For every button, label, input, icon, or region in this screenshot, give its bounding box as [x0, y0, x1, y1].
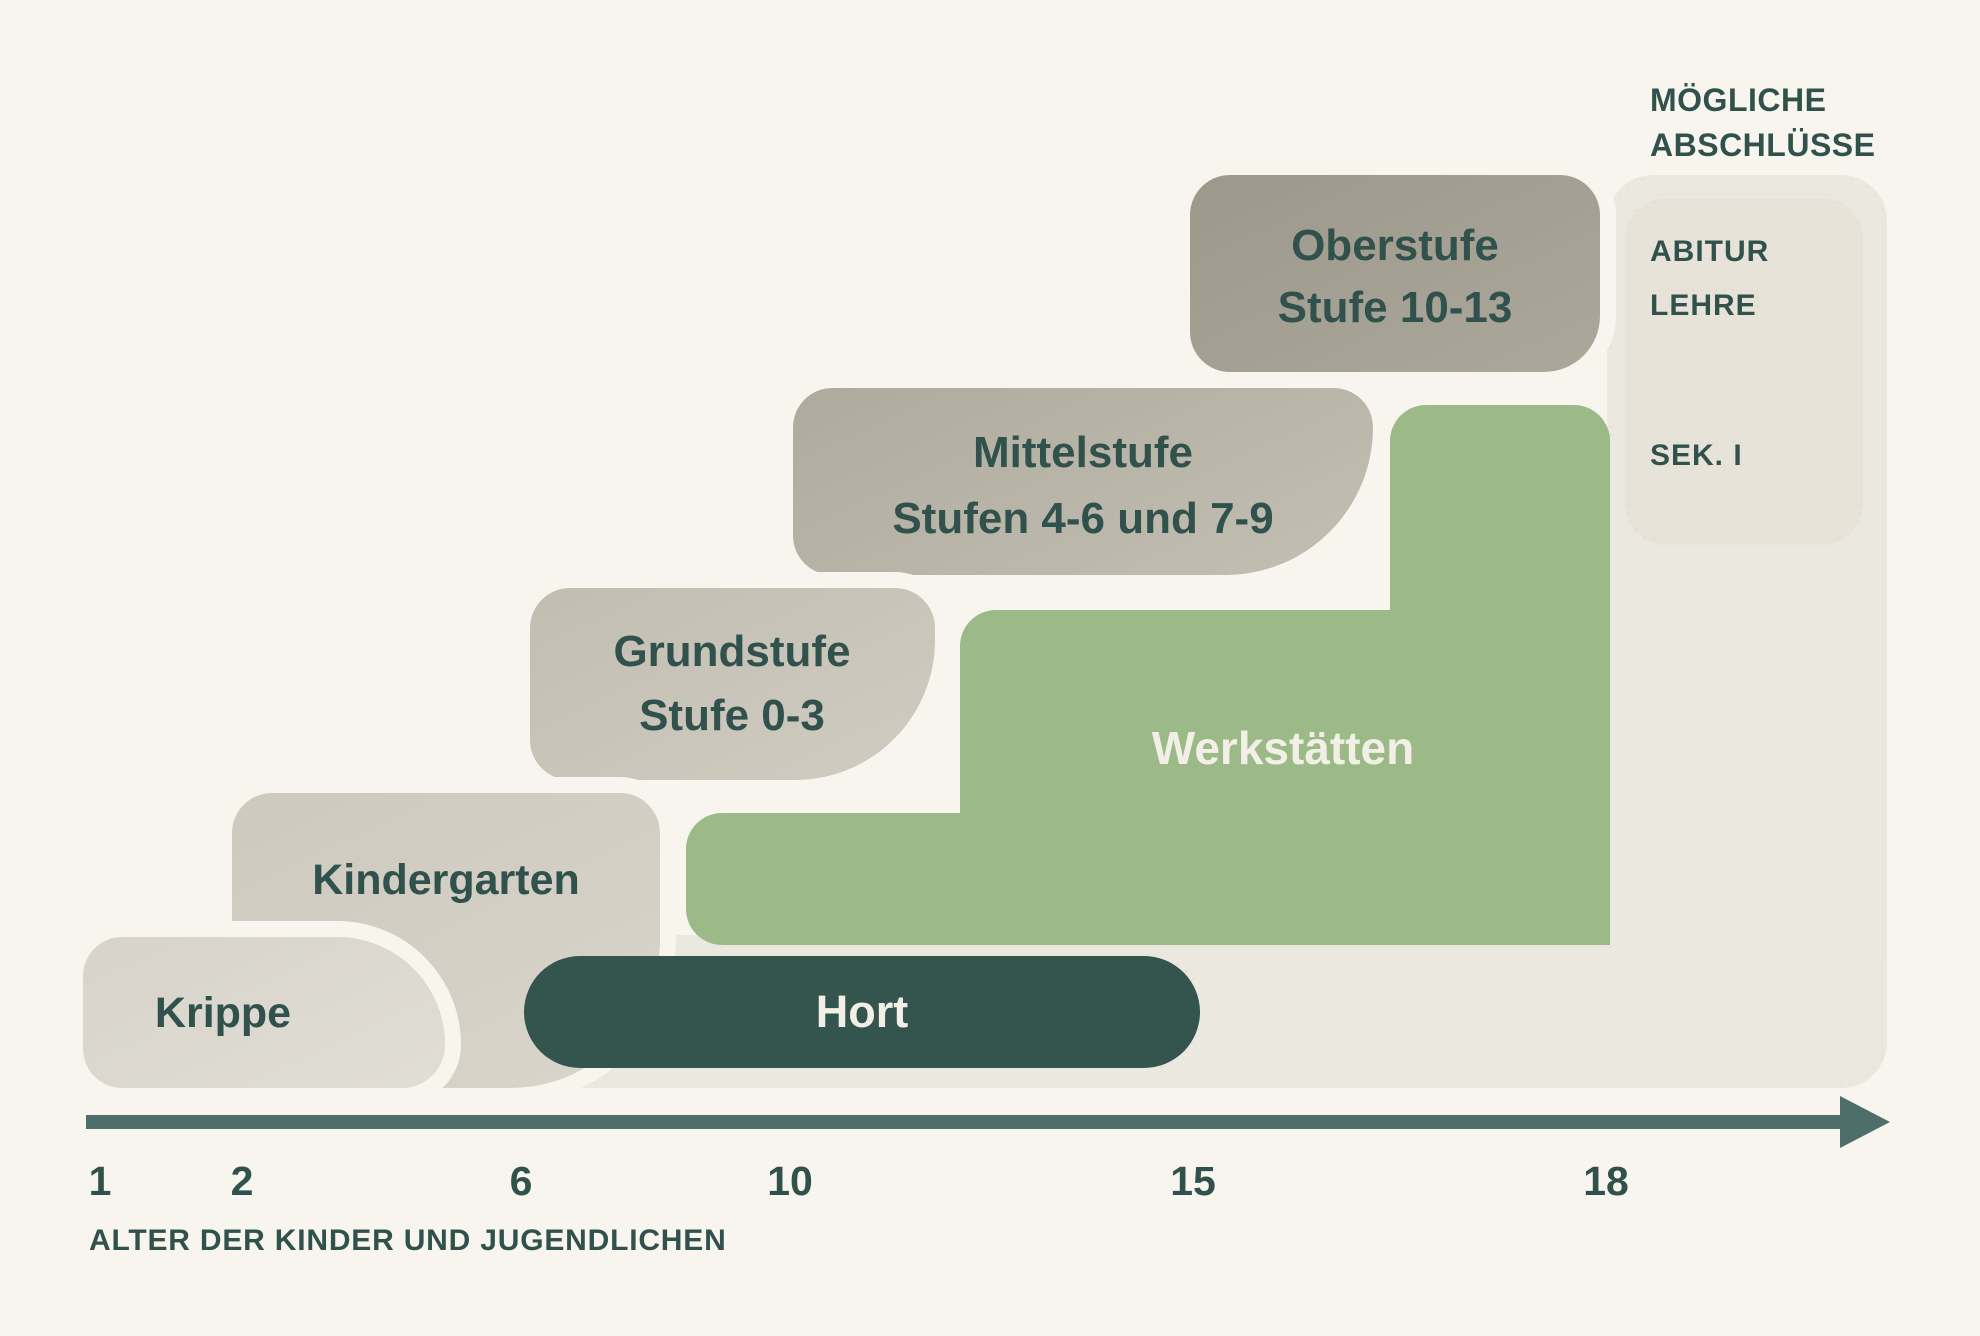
age-axis-line	[86, 1115, 1848, 1129]
step-block-grundstufe	[530, 588, 935, 780]
werkstaetten-shape-step-upper	[1390, 405, 1610, 945]
label-werkstaetten: Werkstätten	[1151, 722, 1415, 774]
label-oberstufe: Oberstufe Stufe 10-13	[1278, 215, 1513, 339]
step-block-mittelstufe	[793, 388, 1373, 575]
qualification-abitur: ABITUR	[1650, 235, 1770, 268]
label-mittelstufe-subtitle: Stufen 4-6 und 7-9	[892, 494, 1274, 543]
qualification-lehre: LEHRE	[1650, 289, 1757, 322]
label-mittelstufe: Mittelstufe Stufen 4-6 und 7-9	[892, 420, 1273, 552]
hort-pill	[524, 956, 1200, 1068]
label-hort: Hort	[815, 986, 909, 1037]
age-tick-10: 10	[767, 1158, 813, 1204]
label-grundstufe-title: Grundstufe	[613, 627, 851, 676]
heading-line1: MÖGLICHE	[1650, 82, 1827, 118]
qualification-sek1: SEK. I	[1650, 439, 1743, 472]
age-tick-6: 6	[509, 1158, 533, 1204]
label-kindergarten: Kindergarten	[312, 856, 580, 904]
age-axis-caption: ALTER DER KINDER UND JUGENDLICHEN	[89, 1224, 727, 1257]
label-krippe: Krippe	[154, 989, 292, 1037]
step-block-krippe	[83, 937, 445, 1088]
step-block-oberstufe	[1190, 175, 1600, 372]
label-mittelstufe-title: Mittelstufe	[973, 428, 1193, 477]
label-grundstufe: Grundstufe Stufe 0-3	[613, 620, 850, 748]
heading-line2: ABSCHLÜSSE	[1650, 127, 1876, 163]
label-oberstufe-subtitle: Stufe 10-13	[1277, 283, 1513, 332]
age-tick-2: 2	[230, 1158, 254, 1204]
label-oberstufe-title: Oberstufe	[1291, 221, 1499, 270]
heading-moegliche-abschluesse: MÖGLICHE ABSCHLÜSSE	[1650, 78, 1875, 168]
abschluesse-card	[1625, 198, 1863, 545]
age-axis-arrowhead-icon	[1840, 1096, 1890, 1148]
age-tick-1: 1	[88, 1158, 112, 1204]
age-tick-15: 15	[1170, 1158, 1216, 1204]
age-tick-18: 18	[1583, 1158, 1629, 1204]
label-grundstufe-subtitle: Stufe 0-3	[639, 691, 825, 740]
